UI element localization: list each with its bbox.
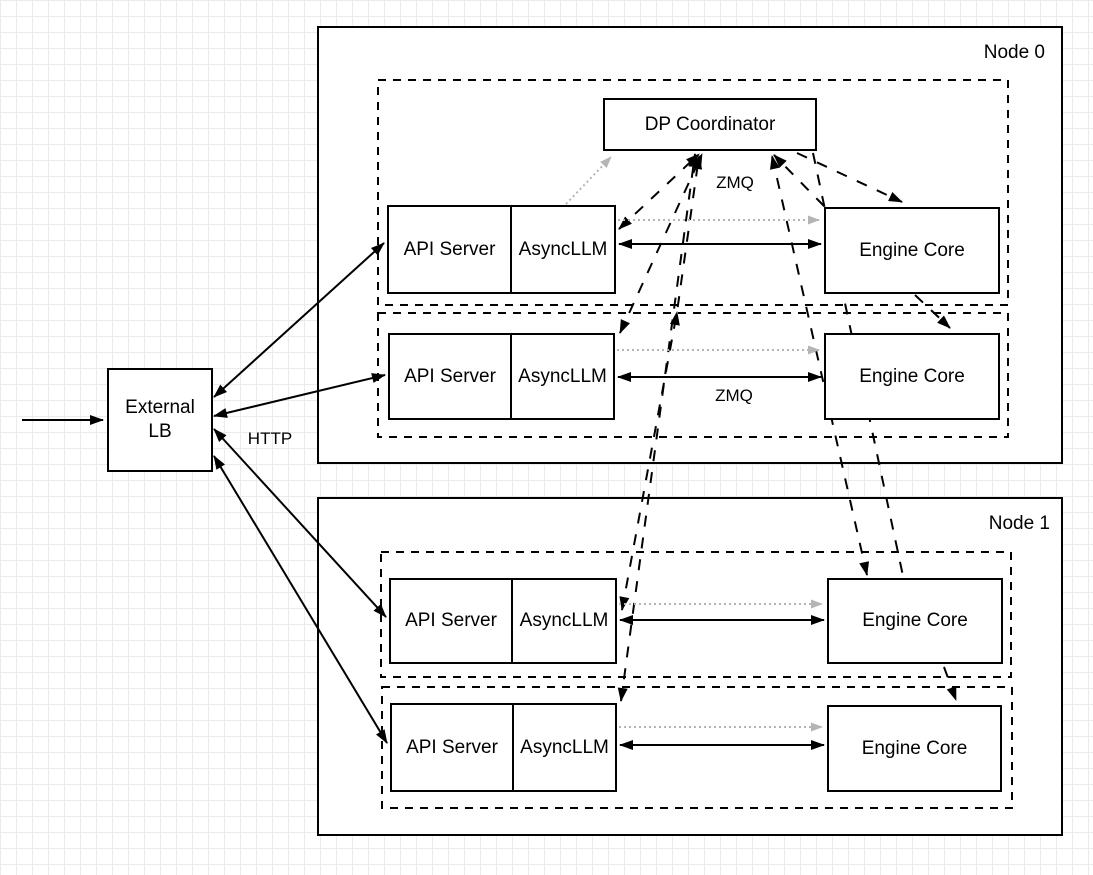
node-rects (317, 26, 1063, 836)
solid-links (22, 239, 825, 750)
dotted-startup-links (565, 156, 823, 732)
